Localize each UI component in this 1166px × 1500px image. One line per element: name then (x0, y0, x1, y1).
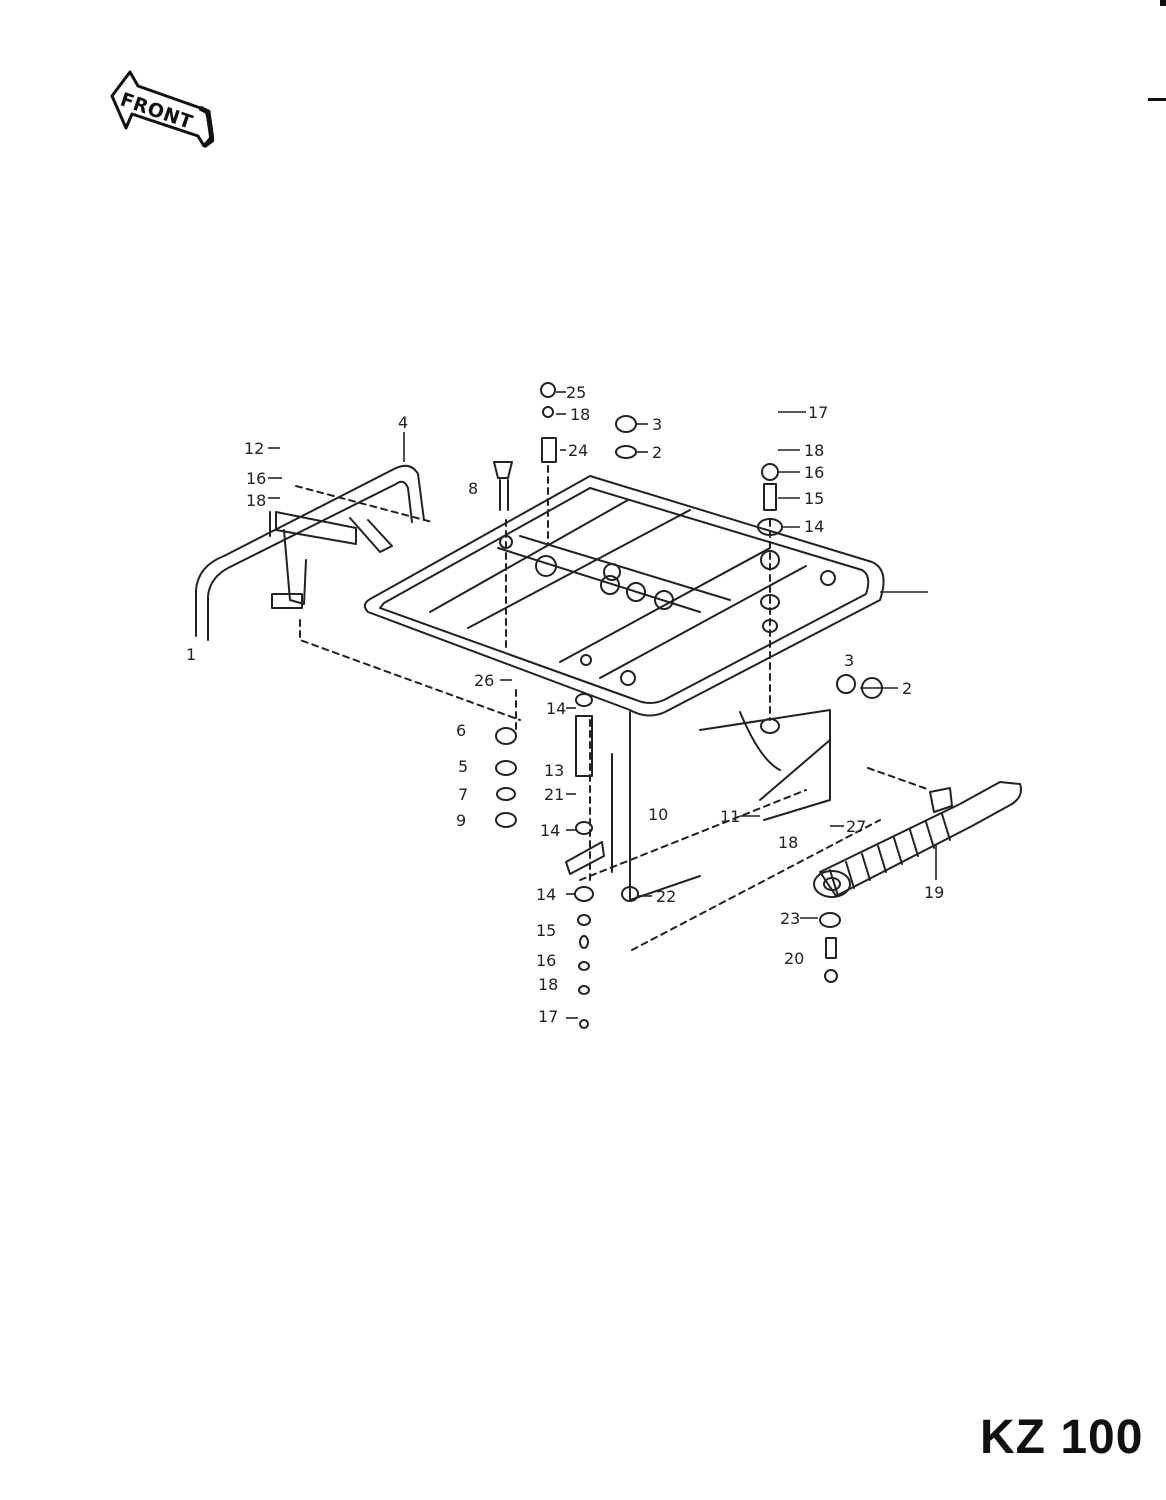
callout-17: 17 (538, 1007, 558, 1026)
callout-16: 16 (804, 463, 824, 482)
callout-9: 9 (456, 811, 466, 830)
callout-23: 23 (780, 909, 800, 928)
carrier-frame-outer (363, 475, 885, 717)
callout-4: 4 (398, 413, 408, 432)
breather-hose (819, 781, 1022, 897)
callout-18: 18 (246, 491, 266, 510)
callout-19: 19 (924, 883, 944, 902)
callout-25: 25 (566, 383, 586, 402)
callout-10: 10 (648, 805, 668, 824)
edge-mark (1160, 0, 1166, 6)
callout-18: 18 (570, 405, 590, 424)
model-label: KZ 100 (980, 1411, 1144, 1464)
callout-24: 24 (568, 441, 588, 460)
callout-26: 26 (474, 671, 494, 690)
callout-8: 8 (468, 479, 478, 498)
callout-2: 2 (652, 443, 662, 462)
callout-14: 14 (546, 699, 566, 718)
callout-16: 16 (536, 951, 556, 970)
grab-bar (195, 464, 425, 637)
callout-13: 13 (544, 761, 564, 780)
edge-mark (1148, 98, 1166, 101)
callout-6: 6 (456, 721, 466, 740)
callout-18: 18 (538, 975, 558, 994)
callout-17: 17 (808, 403, 828, 422)
callout-5: 5 (458, 757, 468, 776)
callout-15: 15 (804, 489, 824, 508)
callout-3: 3 (652, 415, 662, 434)
callout-27: 27 (846, 817, 866, 836)
callout-12: 12 (244, 439, 264, 458)
callout-20: 20 (784, 949, 804, 968)
callout-14: 14 (540, 821, 560, 840)
callout-15: 15 (536, 921, 556, 940)
carrier-frame-inner (379, 487, 870, 704)
callout-1: 1 (186, 645, 196, 664)
callout-2: 2 (902, 679, 912, 698)
callout-7: 7 (458, 785, 468, 804)
front-arrow-icon (110, 70, 214, 148)
callout-16: 16 (246, 469, 266, 488)
callout-22: 22 (656, 887, 676, 906)
callout-18: 18 (804, 441, 824, 460)
callout-11: 11 (720, 807, 740, 826)
callout-18: 18 (778, 833, 798, 852)
callout-3: 3 (844, 651, 854, 670)
callout-21: 21 (544, 785, 564, 804)
callout-14: 14 (804, 517, 824, 536)
callout-14: 14 (536, 885, 556, 904)
